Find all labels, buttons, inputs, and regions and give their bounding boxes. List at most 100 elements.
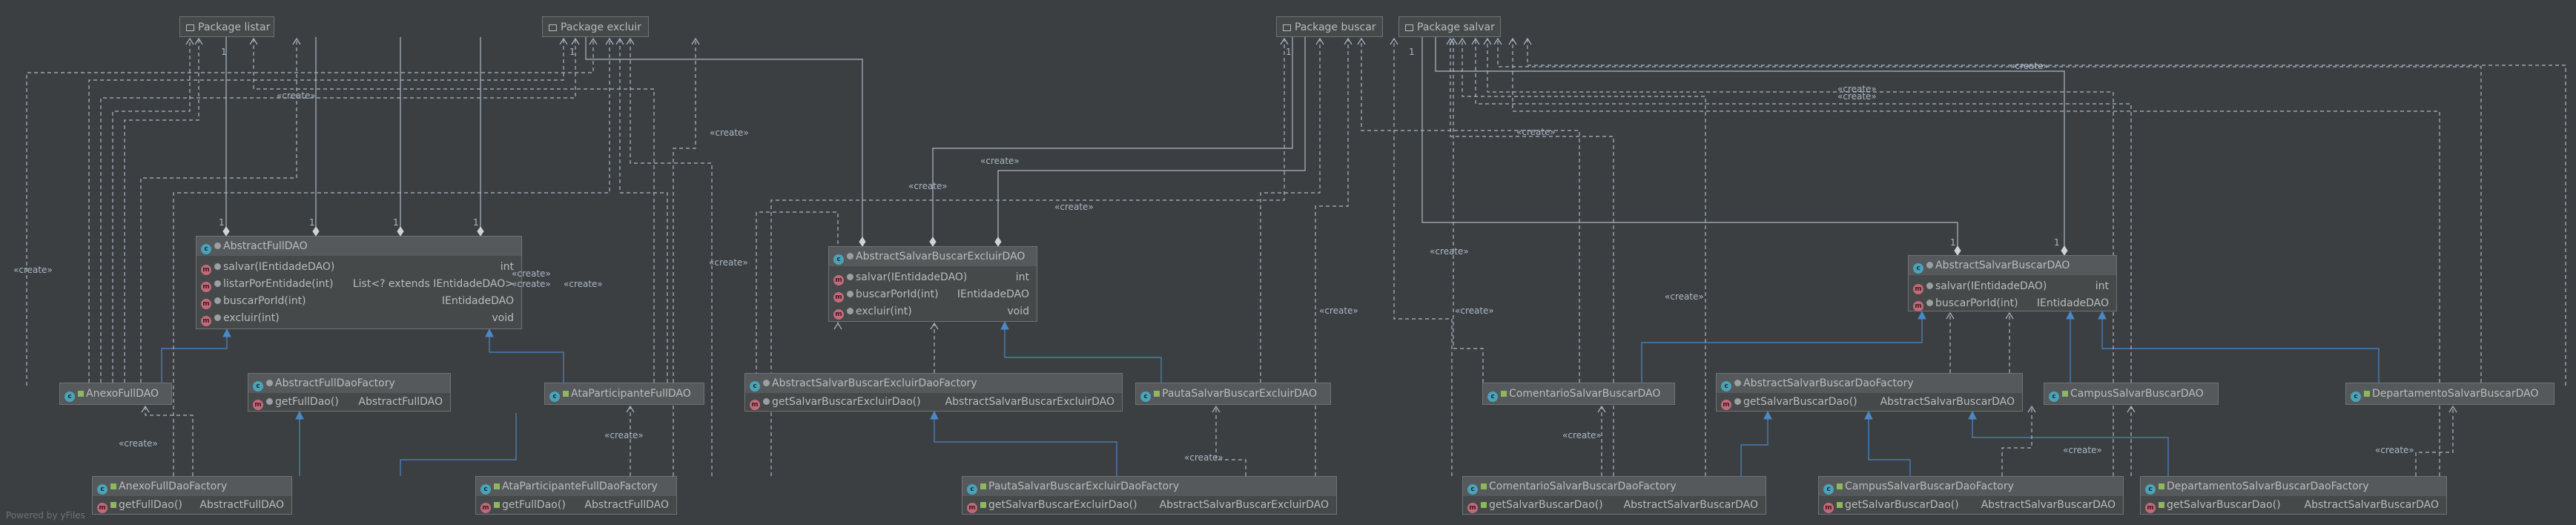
create-dependency-edge bbox=[630, 39, 713, 476]
method-type: IEntidadeDAO bbox=[441, 295, 514, 307]
method-icon: m bbox=[201, 316, 211, 326]
package-icon bbox=[549, 24, 557, 31]
create-dependency-edge bbox=[1260, 39, 1321, 383]
multiplicity-label: 1 bbox=[569, 47, 575, 57]
method-name: excluir(int) bbox=[223, 312, 280, 324]
method-icon: m bbox=[480, 503, 491, 513]
dependency-arrow bbox=[833, 322, 842, 330]
inheritance-arrow bbox=[2098, 310, 2107, 320]
class-name: AnexoFullDaoFactory bbox=[119, 481, 228, 492]
method-name: getSalvarBuscarDao() bbox=[2167, 499, 2281, 511]
public-icon bbox=[1501, 391, 1507, 397]
dependency-arrow bbox=[292, 37, 301, 45]
class-name: AbstractFullDaoFactory bbox=[275, 377, 395, 389]
class-name: PautaSalvarBuscarExcluirDaoFactory bbox=[988, 481, 1180, 492]
inheritance-arrow bbox=[1864, 410, 1873, 420]
public-icon bbox=[1481, 502, 1487, 508]
create-dependency-edge bbox=[1361, 39, 1580, 383]
dependency-arrow bbox=[185, 37, 194, 45]
create-label: «create» bbox=[2063, 445, 2102, 455]
class-icon: c bbox=[1913, 263, 1923, 274]
create-dependency-edge bbox=[1527, 39, 2566, 386]
method-name: getFullDao() bbox=[275, 396, 339, 408]
create-dependency-edge bbox=[2001, 406, 2032, 476]
package-excluir[interactable]: Package excluir bbox=[542, 16, 649, 37]
package-buscar[interactable]: Package buscar bbox=[1276, 16, 1383, 37]
abstract-icon bbox=[1734, 380, 1741, 386]
multiplicity-label: 1 bbox=[1286, 47, 1292, 57]
method-type: AbstractSalvarBuscarExcluirDAO bbox=[945, 396, 1114, 408]
method-type: AbstractSalvarBuscarExcluirDAO bbox=[1159, 499, 1329, 511]
dependency-arrow bbox=[1597, 405, 1606, 413]
create-dependency-edge bbox=[140, 39, 297, 383]
abstract-icon bbox=[847, 308, 853, 314]
abstract-icon bbox=[214, 314, 221, 321]
dependency-arrow bbox=[2127, 405, 2136, 413]
abstract-icon bbox=[763, 380, 770, 386]
method-icon: m bbox=[97, 503, 108, 513]
class-icon: c bbox=[967, 484, 977, 495]
method-name: getFullDao() bbox=[502, 499, 566, 511]
class-icon: c bbox=[549, 392, 560, 402]
create-label: «create» bbox=[1837, 91, 1877, 102]
method-icon: m bbox=[1467, 503, 1478, 513]
create-dependency-edge bbox=[88, 39, 564, 383]
method-type: AbstractSalvarBuscarDAO bbox=[2304, 499, 2439, 511]
multiplicity-label: 1 bbox=[2054, 237, 2060, 248]
package-icon bbox=[1405, 24, 1413, 31]
method-icon: m bbox=[833, 275, 844, 285]
create-label: «create» bbox=[908, 181, 948, 191]
create-label: «create» bbox=[710, 128, 749, 138]
create-dependency-edge bbox=[1393, 39, 1453, 476]
dependency-arrow bbox=[2027, 405, 2036, 413]
create-dependency-edge bbox=[770, 39, 1285, 476]
class-icon: c bbox=[253, 381, 263, 392]
footer-credit: Powered by yFiles bbox=[6, 510, 85, 521]
class-icon: c bbox=[1721, 381, 1731, 392]
package-listar[interactable]: Package listar bbox=[179, 16, 274, 37]
dependency-arrow bbox=[1212, 405, 1221, 413]
method-icon: m bbox=[201, 265, 211, 275]
dependency-arrow bbox=[2448, 405, 2457, 413]
public-icon bbox=[1837, 483, 1843, 489]
method-icon: m bbox=[253, 400, 263, 410]
create-dependency-edge bbox=[1453, 39, 1484, 383]
public-icon bbox=[1154, 391, 1160, 397]
method-name: getSalvarBuscarExcluirDao() bbox=[772, 396, 921, 408]
method-icon: m bbox=[201, 282, 211, 292]
package-salvar[interactable]: Package salvar bbox=[1398, 16, 1501, 37]
create-label: «create» bbox=[564, 279, 603, 289]
method-type: AbstractSalvarBuscarDAO bbox=[1981, 499, 2116, 511]
class-name: AbstractFullDAO bbox=[223, 240, 308, 252]
